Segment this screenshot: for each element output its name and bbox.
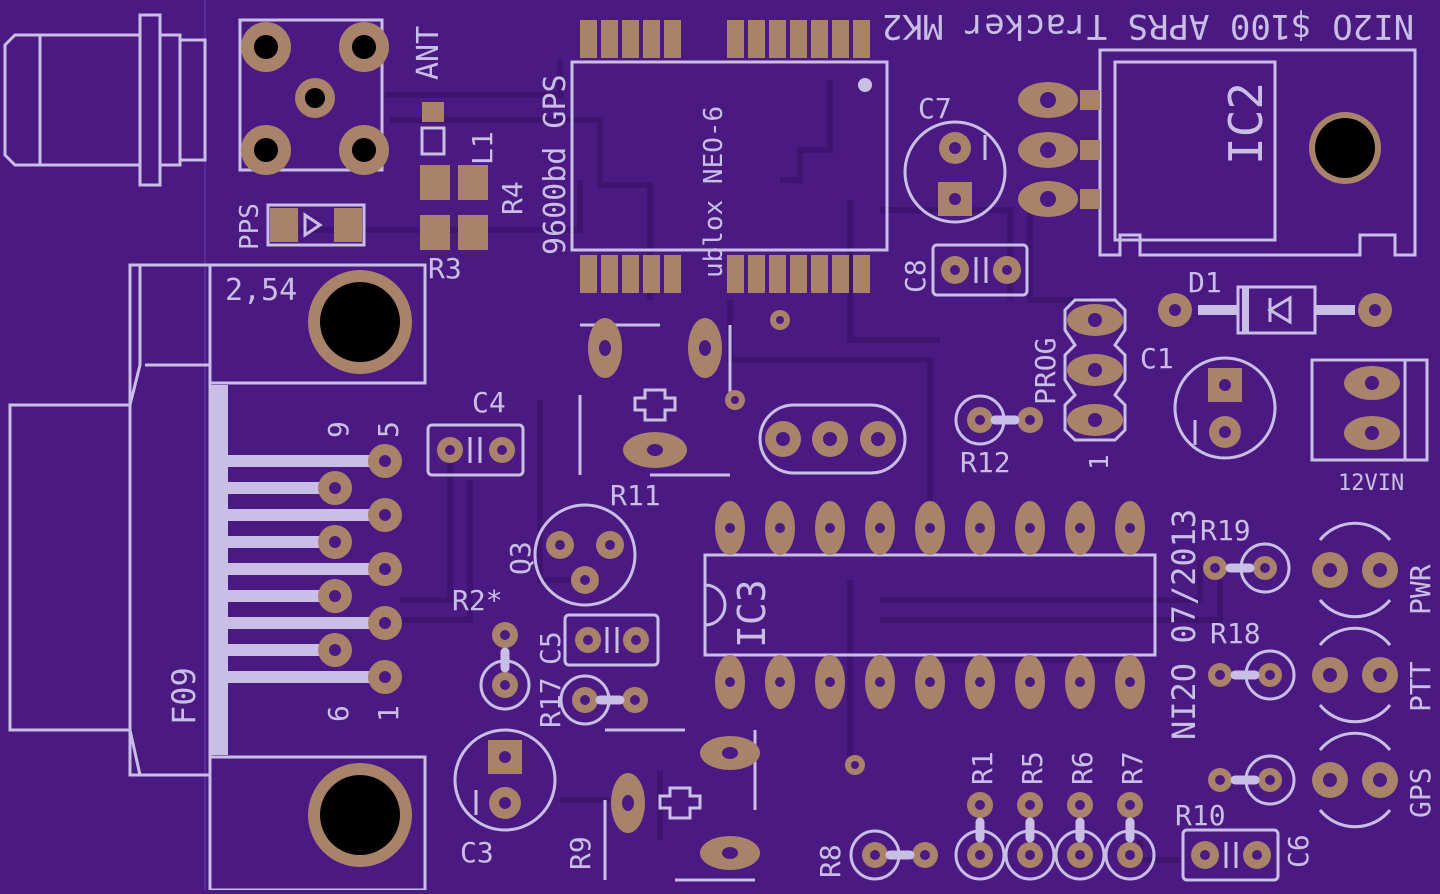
r8-label: R8 [814, 844, 847, 878]
d1-label: D1 [1188, 266, 1222, 299]
r19-label: R19 [1200, 514, 1251, 547]
db9-pin1-label: 1 [372, 705, 405, 722]
capacitor-c5 [563, 613, 660, 667]
r12-label: R12 [960, 446, 1011, 479]
ublox-label: ublox NEO-6 [699, 106, 729, 278]
trimmer-r11 [578, 318, 732, 477]
gps-module [570, 20, 889, 293]
capacitor-c7 [903, 120, 1007, 224]
r4-label: R4 [496, 181, 529, 215]
r3-label: R3 [428, 252, 462, 285]
ic2-label: IC2 [1219, 82, 1273, 165]
r10-label: R10 [1175, 799, 1226, 832]
resistor-r12 [954, 394, 1043, 446]
smd-pads-l1-r3-r4 [420, 102, 488, 250]
capacitor-c8 [931, 243, 1029, 297]
resistor-bank [954, 792, 1156, 881]
gps-module-label: 9600bd GPS [538, 74, 573, 255]
r2-label: R2* [452, 584, 503, 617]
l1-label: L1 [466, 131, 499, 165]
c3-label: C3 [460, 836, 494, 869]
c6-label: C6 [1282, 834, 1315, 868]
c8-label: C8 [899, 259, 932, 293]
led-pwr [1312, 521, 1398, 619]
resistor-r18 [1208, 649, 1296, 701]
pps-led [266, 203, 366, 247]
db9-pin-bar [210, 385, 228, 755]
resistor-r2 [479, 622, 531, 711]
resistor-gps-led [1208, 754, 1296, 806]
antenna-footprint [238, 18, 389, 175]
prog-label: PROG [1029, 338, 1062, 405]
prog-pin1-label: 1 [1085, 454, 1115, 470]
r9-label: R9 [564, 836, 597, 870]
ic3-dip [703, 501, 1157, 709]
r18-label: R18 [1210, 617, 1261, 650]
trimmer-r9 [603, 728, 760, 882]
c7-label: C7 [918, 92, 952, 125]
r6-label: R6 [1066, 751, 1099, 785]
sma-connector [3, 13, 207, 187]
capacitor-c4 [426, 423, 525, 477]
regulator-ic2 [1018, 48, 1417, 257]
c5-label: C5 [534, 631, 567, 665]
crystal [758, 403, 907, 475]
capacitor-c1 [1173, 356, 1277, 460]
db9-pins [228, 455, 383, 683]
pps-label: PPS [235, 203, 265, 250]
gps-led-label: GPS [1404, 767, 1437, 818]
prog-header [1063, 298, 1127, 442]
resistor-r8 [849, 829, 938, 881]
ant-label: ANT [411, 26, 446, 80]
resistor-r19 [1203, 542, 1291, 594]
r11-label: R11 [610, 479, 661, 512]
db9-pin5-label: 5 [372, 421, 405, 438]
capacitor-c6 [1181, 828, 1280, 882]
transistor-q3 [533, 503, 637, 607]
board-title: NI2O $100 APRS Tracker MK2 [882, 6, 1414, 46]
r7-label: R7 [1116, 751, 1149, 785]
r5-label: R5 [1016, 751, 1049, 785]
power-input-label: 12VIN [1338, 471, 1404, 496]
c4-label: C4 [472, 386, 506, 419]
r1-label: R1 [966, 751, 999, 785]
resistor-r17 [559, 674, 648, 726]
power-terminal [1310, 358, 1429, 462]
ptt-label: PTT [1404, 661, 1437, 712]
mounting-hole-top [308, 270, 412, 374]
db9-pin9-label: 9 [322, 421, 355, 438]
ic3-label: IC3 [730, 579, 774, 648]
board-signature: NI2O 07/2013 [1165, 509, 1203, 740]
f09-label: F09 [165, 667, 203, 725]
led-gps [1312, 731, 1398, 829]
pwr-label: PWR [1404, 564, 1437, 615]
led-ptt [1312, 626, 1398, 724]
diode-d1 [1158, 285, 1392, 335]
c1-label: C1 [1140, 342, 1174, 375]
capacitor-c3 [453, 728, 557, 832]
pitch-label: 2,54 [225, 273, 297, 308]
mounting-hole-bottom [308, 763, 412, 867]
db9-pin6-label: 6 [322, 705, 355, 722]
q3-label: Q3 [504, 541, 537, 575]
db9-pads [318, 444, 402, 694]
